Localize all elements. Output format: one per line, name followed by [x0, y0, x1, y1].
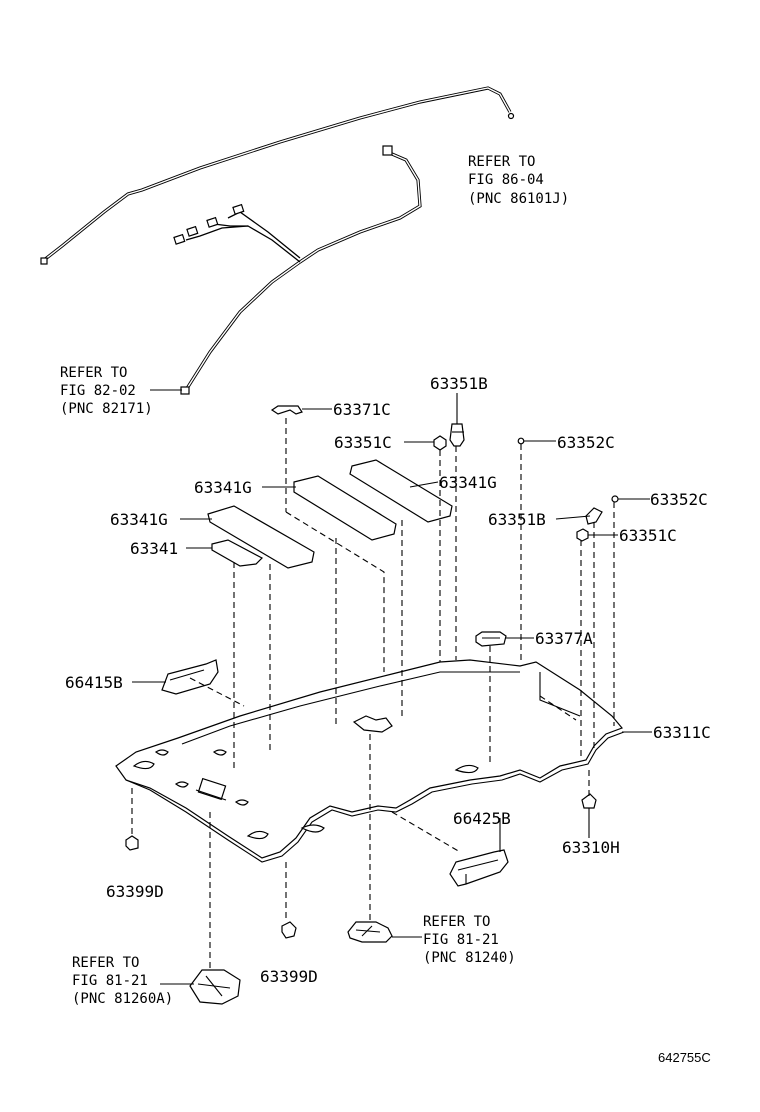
ref-line: (PNC 86101J)	[468, 191, 569, 207]
part-labels: 63351B 63371C 63351C 63352C 63341G 63352…	[65, 374, 711, 986]
label-63341g-center: 63341G	[194, 478, 252, 497]
headlining-panel-63311c	[115, 659, 625, 863]
silencer-pad-63341g-left	[207, 505, 315, 569]
reference-fig-81-21-81240: REFER TO FIG 81-21 (PNC 81240)	[423, 914, 516, 966]
label-63341g-right: 63341G	[439, 473, 497, 492]
ref-line: (PNC 81260A)	[72, 991, 173, 1007]
label-63351b-right: 63351B	[488, 510, 546, 529]
label-63399d-left: 63399D	[106, 882, 164, 901]
label-63399d-bottom: 63399D	[260, 967, 318, 986]
clip-63351c-right	[576, 528, 589, 542]
lamp-assembly-81260a	[189, 969, 241, 1005]
clip-63351b-top	[449, 423, 465, 447]
ref-line: REFER TO	[468, 154, 535, 170]
diagram-code: 642755C	[658, 1050, 711, 1065]
clip-63399d-bottom	[281, 921, 297, 939]
ref-line: REFER TO	[72, 955, 139, 971]
ref-line: (PNC 82171)	[60, 401, 153, 417]
label-63352c-right: 63352C	[650, 490, 708, 509]
silencer-pad-63341	[211, 539, 263, 567]
label-63371c: 63371C	[333, 400, 391, 419]
silencer-pad-63341g-center	[293, 475, 397, 541]
silencer-pad-63341g-right	[349, 459, 453, 523]
clip-63351c-left	[433, 435, 447, 451]
reference-fig-81-21-81260a: REFER TO FIG 81-21 (PNC 81260A)	[72, 955, 173, 1007]
ref-line: FIG 82-02	[60, 383, 136, 399]
label-63352c-top: 63352C	[557, 433, 615, 452]
label-63311c: 63311C	[653, 723, 711, 742]
label-66415b: 66415B	[65, 673, 123, 692]
label-63351c-right: 63351C	[619, 526, 677, 545]
label-63351b-top: 63351B	[430, 374, 488, 393]
ref-line: REFER TO	[423, 914, 490, 930]
ref-line: FIG 81-21	[423, 932, 499, 948]
ref-line: FIG 81-21	[72, 973, 148, 989]
reference-fig-82-02: REFER TO FIG 82-02 (PNC 82171)	[60, 365, 182, 417]
retainer-66425b	[449, 849, 509, 887]
lamp-63377a	[475, 631, 507, 647]
label-63341: 63341	[130, 539, 178, 558]
reference-fig-86-04: REFER TO FIG 86-04 (PNC 86101J)	[468, 154, 569, 207]
clip-63310h	[581, 790, 597, 809]
leader-lines	[132, 393, 652, 985]
ref-line: REFER TO	[60, 365, 127, 381]
label-63341g-left: 63341G	[110, 510, 168, 529]
ref-line: (PNC 81240)	[423, 950, 516, 966]
ref-line: FIG 86-04	[468, 172, 544, 188]
label-63351c-left: 63351C	[334, 433, 392, 452]
label-66425b: 66425B	[453, 809, 511, 828]
retainer-66415b	[161, 659, 219, 695]
clip-63352c-top	[517, 437, 525, 445]
roof-wire-harness	[40, 86, 515, 395]
clip-63399d-left	[125, 835, 139, 851]
label-63310h: 63310H	[562, 838, 620, 857]
clip-63352c-right	[611, 495, 619, 503]
alignment-lines	[131, 418, 615, 968]
clip-63371c	[270, 405, 303, 415]
lamp-assembly-81240	[347, 921, 393, 943]
clip-63351b-right	[585, 507, 603, 525]
label-63377a: 63377A	[535, 629, 593, 648]
